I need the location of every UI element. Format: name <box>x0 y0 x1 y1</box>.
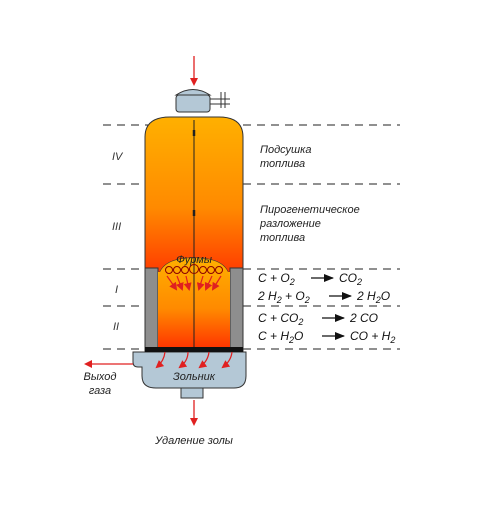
zone-label-ii: II <box>113 321 119 333</box>
pyrolysis-label-line3: топлива <box>260 232 305 244</box>
svg-text:C + H2O: C + H2O <box>258 329 303 345</box>
drying-label-line2: топлива <box>260 158 305 170</box>
svg-text:2 H2 + O2: 2 H2 + O2 <box>257 289 310 305</box>
svg-text:CO + H2: CO + H2 <box>350 329 395 345</box>
grate <box>145 347 243 352</box>
drying-label-line1: Подсушка <box>260 144 312 156</box>
tuyeres <box>165 264 223 274</box>
left-lining <box>144 267 159 353</box>
reaction-3: C + CO2 2 CO <box>258 311 378 327</box>
gas-out-label-line1: Выход <box>83 371 116 383</box>
reaction-2: 2 H2 + O2 2 H2O <box>257 289 390 305</box>
svg-text:CO2: CO2 <box>339 271 362 287</box>
right-lining <box>229 267 244 353</box>
svg-text:2 CO: 2 CO <box>349 311 378 325</box>
loading-hatch <box>174 89 230 113</box>
ash-box-label: Зольник <box>173 371 216 383</box>
ash-removal-label: Удаление золы <box>154 435 233 447</box>
tuyeres-label: Фурмы <box>176 254 212 266</box>
ash-outlet <box>180 387 204 399</box>
svg-text:2 H2O: 2 H2O <box>356 289 390 305</box>
pyrolysis-label-line1: Пирогенетическое <box>260 204 360 216</box>
pyrolysis-label-line2: разложение <box>259 218 321 230</box>
reaction-4: C + H2O CO + H2 <box>258 329 395 345</box>
reaction-1: C + O2 CO2 <box>258 271 362 287</box>
svg-text:C + O2: C + O2 <box>258 271 295 287</box>
zone-label-i: I <box>115 284 118 296</box>
zone-label-iv: IV <box>112 151 124 163</box>
ash-arrows <box>155 351 233 369</box>
svg-text:C + CO2: C + CO2 <box>258 311 303 327</box>
zone-label-iii: III <box>112 221 121 233</box>
gas-out-label-line2: газа <box>89 385 111 397</box>
air-arrows <box>166 275 222 291</box>
